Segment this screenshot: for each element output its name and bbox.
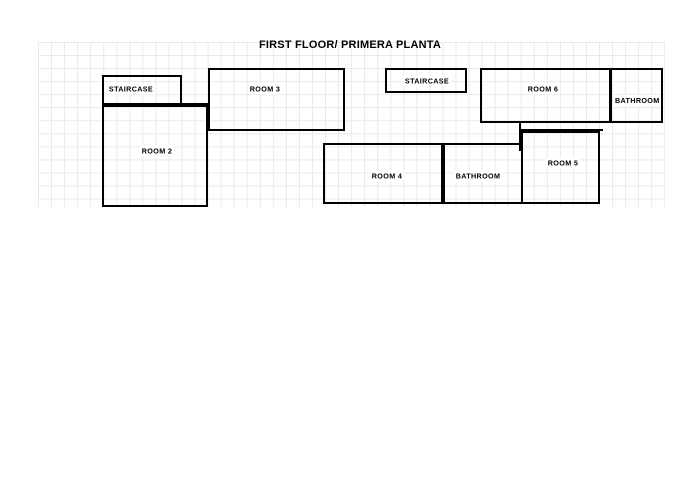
room-room-3-label: ROOM 3 <box>247 83 283 95</box>
room-bathroom-right[interactable] <box>610 68 663 123</box>
room-room-5-label: ROOM 5 <box>545 157 581 169</box>
wall-staircase-room2-divider <box>102 103 210 106</box>
room-staircase-middle[interactable] <box>385 68 467 93</box>
room-bathroom-right-label: BATHROOM <box>613 95 661 106</box>
room-room-4-label: ROOM 4 <box>369 170 405 182</box>
room-room-4[interactable] <box>323 143 443 204</box>
wall-room5-top-left-stub <box>521 128 603 131</box>
room-staircase-middle-label: STAIRCASE <box>402 75 452 87</box>
room-room-5[interactable] <box>521 131 600 204</box>
wall-room6-room5-connector <box>518 121 521 151</box>
room-room-2[interactable] <box>102 105 208 207</box>
page-title: FIRST FLOOR/ PRIMERA PLANTA <box>258 39 441 51</box>
room-room-2-label: ROOM 2 <box>139 145 175 157</box>
room-bathroom-right-label-clip: BATHROOM <box>613 94 661 108</box>
room-room-6-label: ROOM 6 <box>525 83 561 95</box>
room-room-3[interactable] <box>208 68 345 131</box>
room-room-6[interactable] <box>480 68 611 123</box>
room-staircase-left-label: STAIRCASE <box>106 83 156 95</box>
room-bathroom-middle-label: BATHROOM <box>453 170 503 182</box>
